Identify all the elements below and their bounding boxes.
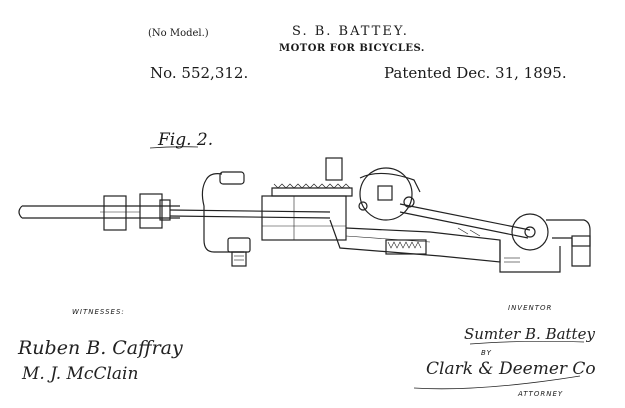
attorney-label: ATTORNEY xyxy=(518,390,564,398)
witnesses-label: WITNESSES: xyxy=(72,308,125,316)
witness-signature-2: M. J. McClain xyxy=(22,364,139,384)
inventor-signature: Sumter B. Battey xyxy=(464,325,595,343)
inventor-label: INVENTOR xyxy=(508,304,553,312)
handle-loop xyxy=(201,179,244,253)
patent-number: No. 552,312. xyxy=(150,64,249,82)
figure-label: Fig. 2. xyxy=(158,130,214,150)
connecting-rod xyxy=(399,203,531,239)
patent-date: Patented Dec. 31, 1895. xyxy=(384,64,567,82)
no-model-label: (No Model.) xyxy=(148,28,209,39)
attorney-signature: Clark & Deemer Co xyxy=(426,359,596,379)
witness-signature-1: Ruben B. Caffray xyxy=(18,337,183,359)
patent-title: MOTOR FOR BICYCLES. xyxy=(279,43,425,54)
end-bracket xyxy=(546,219,591,267)
handle-rod xyxy=(18,205,180,219)
rod-clamp xyxy=(103,195,127,231)
end-pulley xyxy=(511,213,549,251)
by-label: BY xyxy=(481,349,492,357)
patent-inventor-name: S. B. BATTEY. xyxy=(292,24,409,39)
flywheel xyxy=(359,167,413,221)
